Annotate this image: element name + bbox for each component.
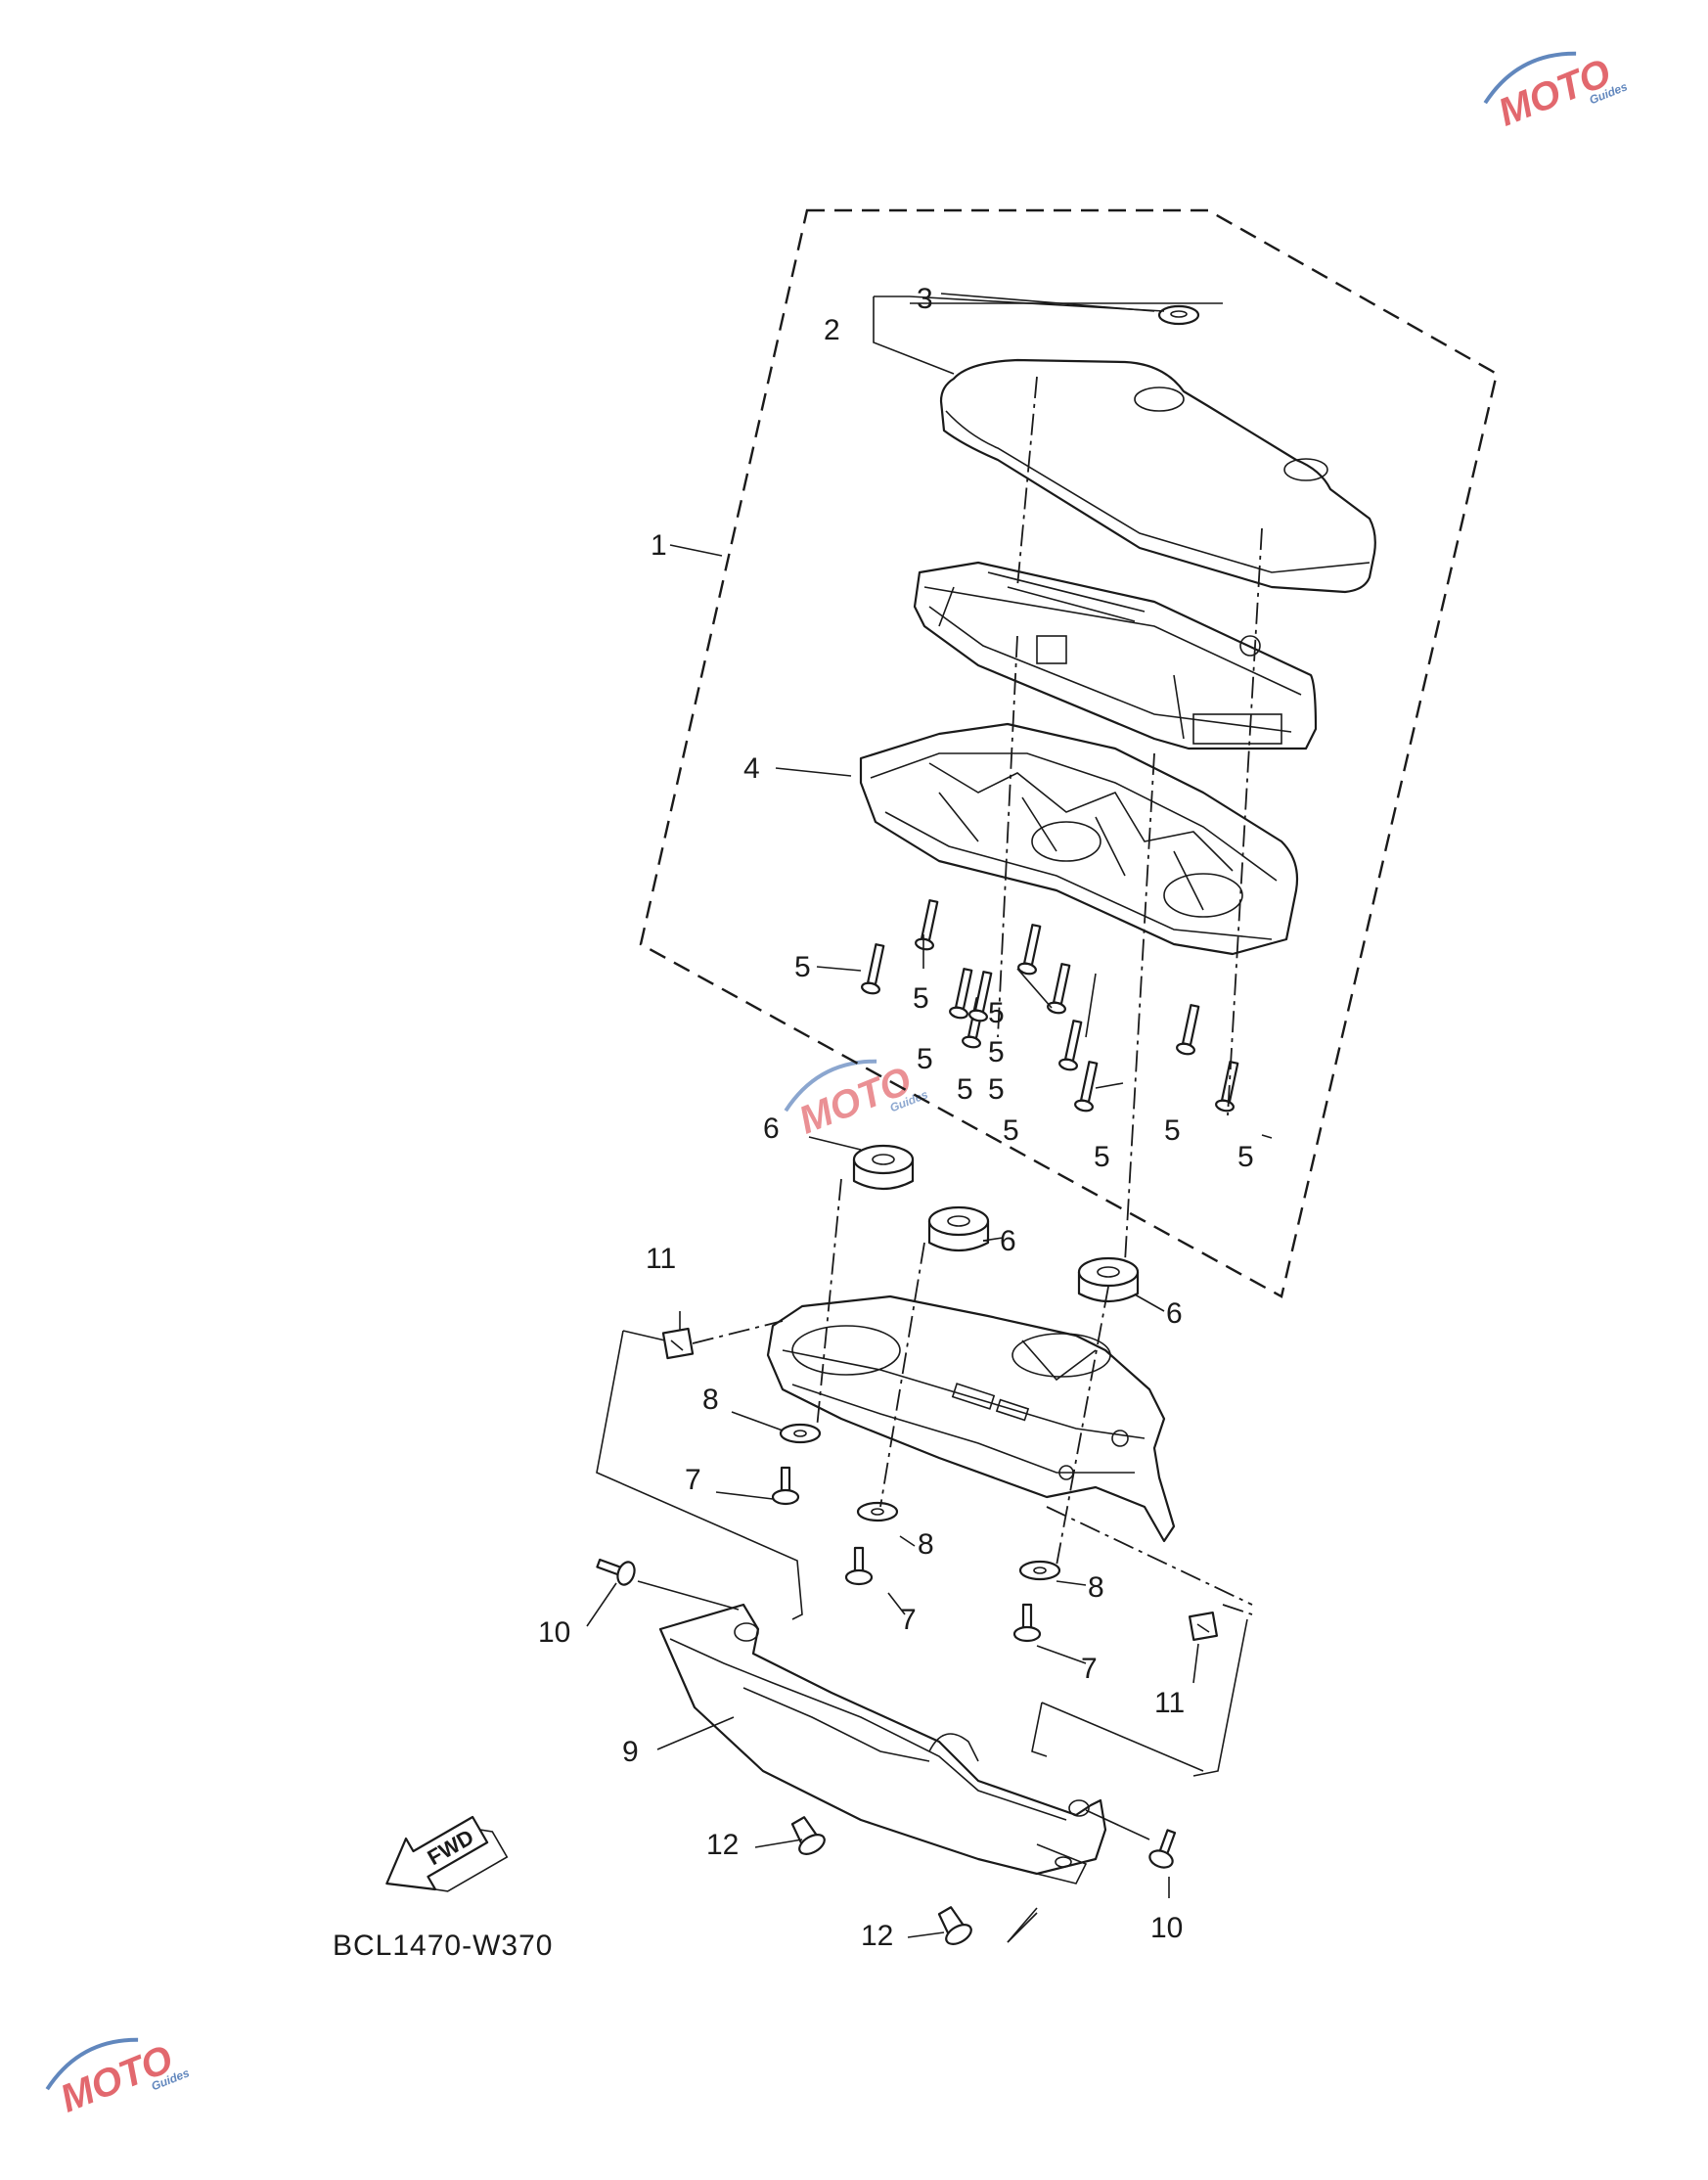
leader-lines <box>586 293 1273 1943</box>
callout-4: 4 <box>743 752 760 785</box>
meter-panel <box>658 1603 1107 1885</box>
dampers-6 <box>852 1144 1140 1303</box>
callout-7: 7 <box>685 1464 701 1496</box>
watermark-top-right: MOTO Guides <box>1483 51 1630 135</box>
drawing-code: BCL1470-W370 <box>333 1930 553 1962</box>
callout-5: 5 <box>988 1073 1005 1106</box>
meter-unit <box>913 561 1318 750</box>
assembly-1-boundary <box>639 208 1499 1298</box>
callout-6: 6 <box>1166 1297 1183 1330</box>
callout-9: 9 <box>622 1736 639 1768</box>
washers-8 <box>779 1423 1061 1581</box>
callout-numbers: 1 2 3 4 5 5 5 5 5 5 5 5 5 5 5 6 6 6 7 7 … <box>538 283 1254 1952</box>
callout-7: 7 <box>1081 1653 1098 1685</box>
callout-5: 5 <box>957 1073 973 1106</box>
fwd-arrow-icon: FWD <box>385 1815 509 1892</box>
callout-5: 5 <box>1094 1141 1110 1173</box>
callout-5: 5 <box>794 951 811 983</box>
callout-8: 8 <box>1088 1571 1104 1604</box>
watermark-bottom-left: MOTO Guides <box>45 2037 192 2121</box>
callout-5: 5 <box>1237 1141 1254 1173</box>
lower-meter-case <box>859 722 1299 956</box>
meter-cover <box>939 358 1376 594</box>
callout-1: 1 <box>651 529 667 562</box>
screws-7 <box>771 1466 1042 1643</box>
callout-6: 6 <box>763 1113 780 1145</box>
screws-5 <box>861 899 1239 1113</box>
rivets-12 <box>790 1816 972 1945</box>
small-grommet <box>1157 304 1200 326</box>
callout-5: 5 <box>917 1043 933 1075</box>
callout-5: 5 <box>988 997 1005 1029</box>
callout-5: 5 <box>1003 1114 1019 1147</box>
callout-8: 8 <box>918 1528 934 1561</box>
meter-bracket <box>766 1294 1176 1543</box>
callout-12: 12 <box>706 1829 739 1861</box>
callout-8: 8 <box>702 1384 719 1416</box>
callout-5: 5 <box>1164 1114 1181 1147</box>
callout-11: 11 <box>646 1243 676 1275</box>
callout-12: 12 <box>861 1920 893 1952</box>
clip-nuts-11 <box>661 1327 1219 1642</box>
callout-7: 7 <box>900 1604 917 1636</box>
callout-2: 2 <box>824 314 840 346</box>
callout-10: 10 <box>1150 1912 1183 1944</box>
screws-10 <box>596 1558 1177 1869</box>
alignment-lines <box>692 376 1263 1615</box>
callout-6: 6 <box>1000 1225 1016 1257</box>
callout-5: 5 <box>913 982 929 1015</box>
callout-10: 10 <box>538 1616 570 1649</box>
callout-5: 5 <box>988 1036 1005 1068</box>
watermark-center: MOTO Guides <box>784 1059 930 1143</box>
callout-11: 11 <box>1154 1687 1185 1719</box>
callout-3: 3 <box>917 283 933 315</box>
